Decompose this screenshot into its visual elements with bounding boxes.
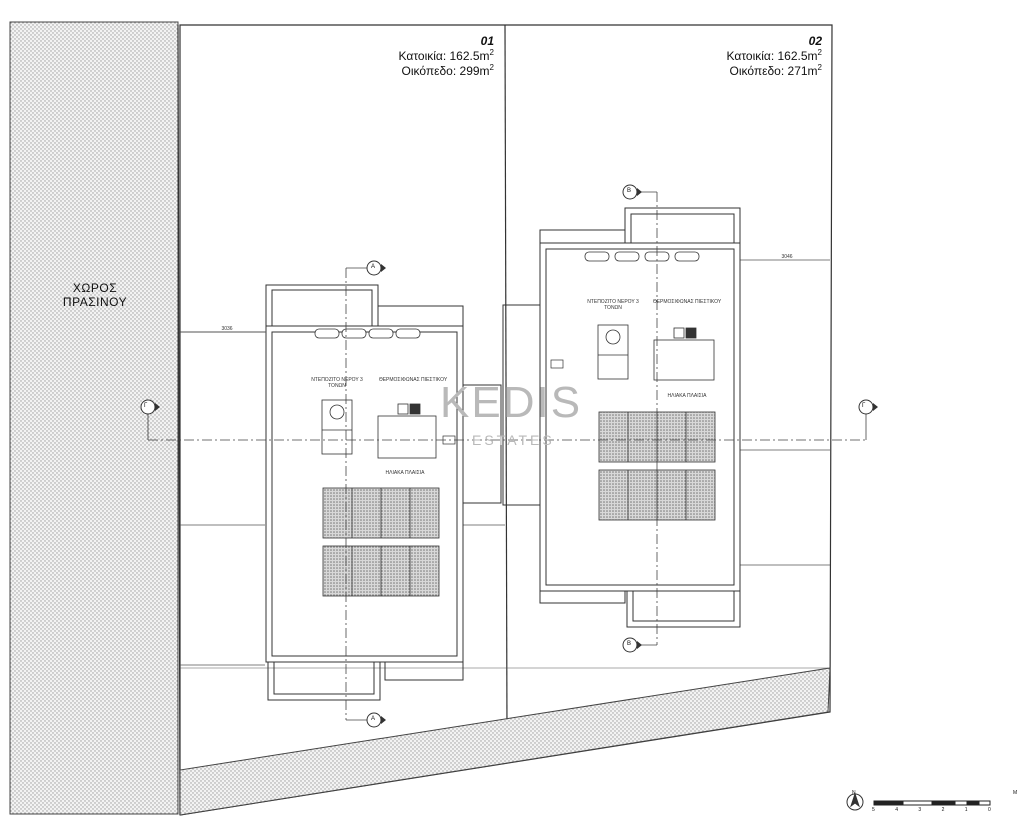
level-02-label: 3046 — [781, 254, 793, 260]
unit-02-house-sup: 2 — [817, 48, 822, 57]
scale-tick-label: 5 — [872, 807, 875, 813]
scale-tick-label: 2 — [941, 807, 945, 813]
green-area-label: ΧΩΡΟΣ ΠΡΑΣΙΝΟΥ — [30, 281, 160, 310]
unit-01-plot-sup: 2 — [489, 63, 494, 72]
scale-unit: M — [1013, 790, 1018, 796]
scale-tick-label: 4 — [895, 807, 898, 813]
green-area-line1: ΧΩΡΟΣ — [72, 281, 118, 295]
section-marker-g-right: Γ — [862, 403, 866, 409]
unit-01-header: 01 Κατοικία: 162.5m2 Οικόπεδο: 299m2 — [334, 34, 494, 78]
solar-01-label: ΗΛΙΑΚΑ ΠΛΑΙΣΙΑ — [385, 470, 425, 476]
water-tank-02 — [597, 324, 629, 380]
solar-02-label: ΗΛΙΑΚΑ ΠΛΑΙΣΙΑ — [667, 393, 707, 399]
section-marker-b-top: B — [627, 188, 632, 194]
green-area-hatch — [9, 21, 179, 815]
heater-02-label: ΘΕΡΜΟΣΙΦΩΝΑΣ ΠΙΕΣΤΙΚΟΥ — [652, 299, 722, 305]
road-hatch — [179, 667, 831, 816]
scale-tick-label: 3 — [918, 807, 922, 813]
heater-01 — [377, 403, 437, 459]
north-arrow-icon — [846, 792, 864, 811]
unit-01-house-area: Κατοικία: 162.5m — [398, 49, 490, 63]
section-marker-b-bottom: B — [627, 641, 632, 647]
watermark-logo: KEDIS — [440, 378, 583, 427]
heater-02 — [653, 327, 715, 381]
unit-02-house-area: Κατοικία: 162.5m — [726, 49, 818, 63]
level-01-label: 3036 — [221, 326, 233, 332]
scale-tick-label: 0 — [988, 807, 991, 813]
watermark-sub: ESTATES — [472, 432, 555, 448]
scale-tick-label: 1 — [964, 807, 968, 813]
unit-02-number: 02 — [808, 34, 822, 48]
water-tank-01-label: ΝΤΕΠΟΖΙΤΟ ΝΕΡΟΥ 3 ΤΟΝΩΝ — [311, 377, 363, 389]
unit-01-plot-area: Οικόπεδο: 299m — [401, 64, 490, 78]
heater-01-label: ΘΕΡΜΟΣΙΦΩΝΑΣ ΠΙΕΣΤΙΚΟΥ — [378, 377, 448, 383]
section-marker-a-top: A — [371, 264, 376, 270]
unit-02-plot-sup: 2 — [817, 63, 822, 72]
unit-02-header: 02 Κατοικία: 162.5m2 Οικόπεδο: 271m2 — [662, 34, 822, 78]
section-marker-a-bottom: A — [371, 716, 376, 722]
scale-bar — [873, 800, 991, 806]
north-label: N — [852, 790, 856, 796]
unit-01-house-sup: 2 — [489, 48, 494, 57]
water-tank-01 — [321, 399, 353, 455]
green-area-line2: ΠΡΑΣΙΝΟΥ — [62, 294, 128, 309]
unit-01-number: 01 — [480, 34, 494, 48]
water-tank-02-label: ΝΤΕΠΟΖΙΤΟ ΝΕΡΟΥ 3 ΤΟΝΩΝ — [587, 299, 639, 311]
unit-02-plot-area: Οικόπεδο: 271m — [729, 64, 818, 78]
section-marker-g-left: Γ — [144, 403, 148, 409]
